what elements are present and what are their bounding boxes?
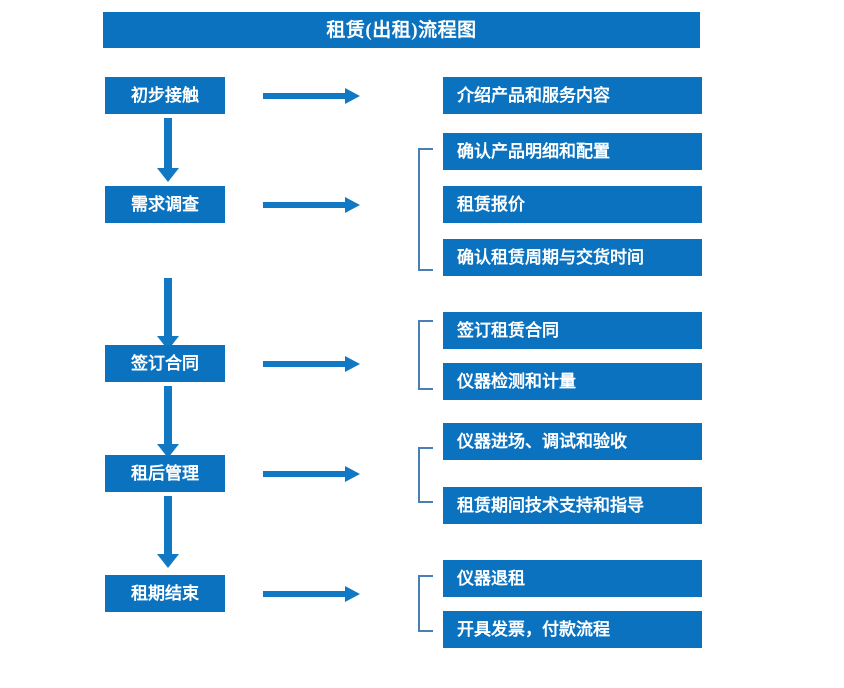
detail-box-5-2[interactable]: 开具发票，付款流程 — [443, 611, 702, 648]
group-bracket-5 — [418, 575, 433, 632]
stage-box-4[interactable]: 租后管理 — [105, 455, 225, 492]
arrow-shaft — [263, 202, 346, 208]
arrow-head — [345, 88, 360, 104]
arrow-shaft — [263, 591, 346, 597]
arrow-head — [157, 554, 179, 568]
group-bracket-3 — [418, 320, 433, 390]
arrow-shaft — [164, 278, 172, 336]
arrow-head — [157, 444, 179, 458]
detail-box-2-2[interactable]: 租赁报价 — [443, 186, 702, 223]
detail-box-5-1[interactable]: 仪器退租 — [443, 560, 702, 597]
diagram-title: 租赁(出租)流程图 — [103, 12, 700, 48]
flow-arrow-right-5 — [263, 586, 360, 602]
detail-box-3-1[interactable]: 签订租赁合同 — [443, 312, 702, 349]
arrow-shaft — [164, 386, 172, 444]
detail-box-2-1[interactable]: 确认产品明细和配置 — [443, 133, 702, 170]
flow-arrow-right-4 — [263, 466, 360, 482]
arrow-head — [345, 356, 360, 372]
arrow-head — [345, 466, 360, 482]
arrow-shaft — [263, 361, 346, 367]
arrow-head — [157, 168, 179, 182]
arrow-head — [345, 197, 360, 213]
flow-arrow-right-2 — [263, 197, 360, 213]
group-bracket-4 — [418, 447, 433, 503]
detail-box-1-1[interactable]: 介绍产品和服务内容 — [443, 77, 702, 114]
flow-arrow-right-1 — [263, 88, 360, 104]
arrow-shaft — [164, 118, 172, 168]
arrow-shaft — [263, 93, 346, 99]
stage-box-5[interactable]: 租期结束 — [105, 575, 225, 612]
group-bracket-2 — [418, 148, 433, 271]
arrow-shaft — [263, 471, 346, 477]
stage-box-3[interactable]: 签订合同 — [105, 345, 225, 382]
detail-box-4-2[interactable]: 租赁期间技术支持和指导 — [443, 487, 702, 524]
flow-arrow-down-2 — [157, 278, 179, 350]
stage-box-2[interactable]: 需求调查 — [105, 186, 225, 223]
detail-box-4-1[interactable]: 仪器进场、调试和验收 — [443, 423, 702, 460]
flow-arrow-right-3 — [263, 356, 360, 372]
arrow-head — [345, 586, 360, 602]
flow-arrow-down-1 — [157, 118, 179, 182]
flow-arrow-down-3 — [157, 386, 179, 458]
detail-box-3-2[interactable]: 仪器检测和计量 — [443, 363, 702, 400]
detail-box-2-3[interactable]: 确认租赁周期与交货时间 — [443, 239, 702, 276]
stage-box-1[interactable]: 初步接触 — [105, 77, 225, 114]
arrow-shaft — [164, 496, 172, 554]
flow-arrow-down-4 — [157, 496, 179, 568]
